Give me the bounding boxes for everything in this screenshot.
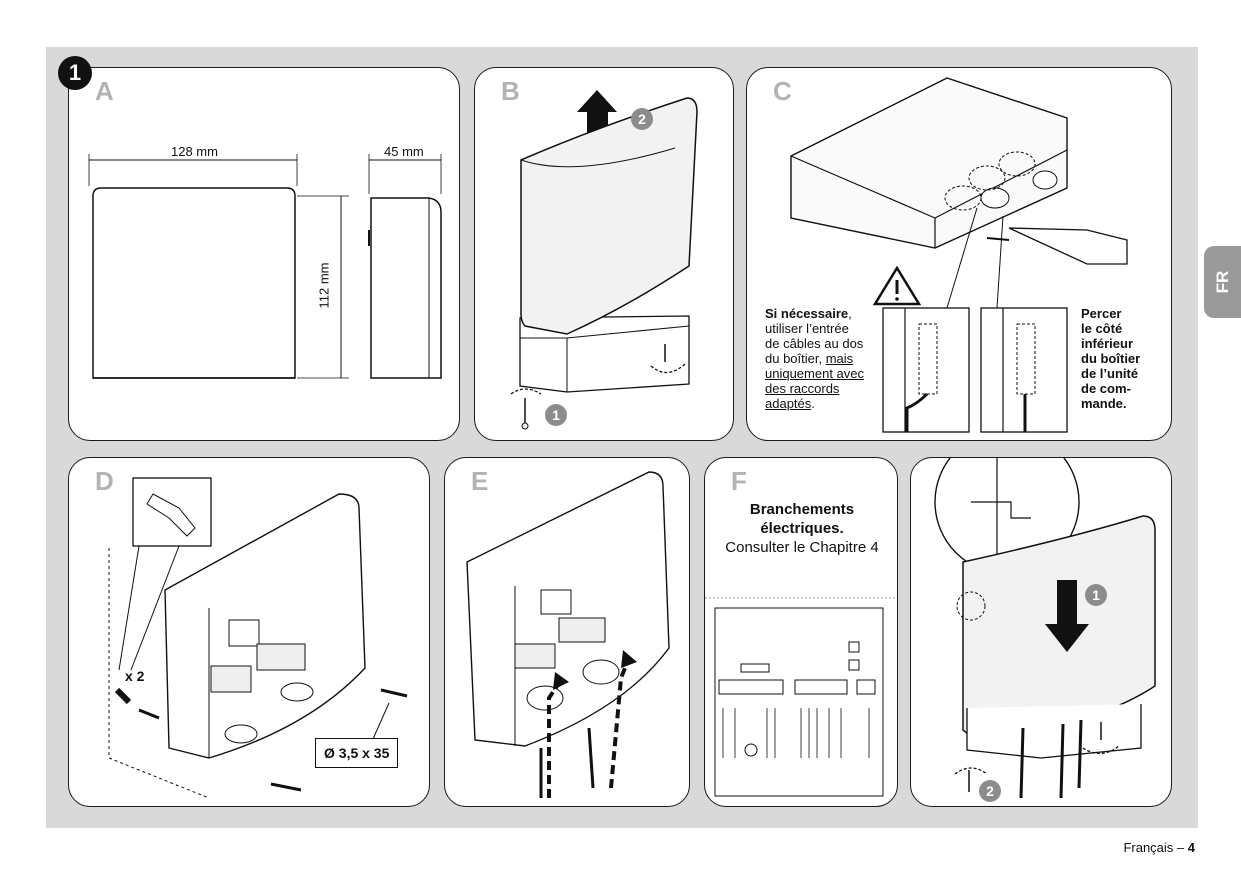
rear-entry-note-u2: uniquement avec — [765, 366, 865, 381]
rear-entry-note-line3: de câbles au dos — [765, 336, 864, 351]
anchor-quantity: x 2 — [125, 668, 145, 684]
drilling-drawing — [790, 77, 1128, 433]
panel-e: E — [444, 457, 690, 807]
drill-line-4: du boîtier — [1081, 351, 1141, 366]
drill-line-1: Percer — [1081, 306, 1122, 321]
rear-entry-note-u1: mais — [825, 351, 854, 366]
step-number-badge: 1 — [58, 56, 92, 90]
step-2-badge: 2 — [979, 780, 1001, 802]
wall-mounting-drawing — [108, 477, 408, 799]
rear-entry-note-bold: Si nécessaire — [765, 306, 849, 321]
panel-f-label: F — [731, 466, 747, 496]
connections-title-line1: Branchements — [749, 501, 855, 518]
panel-b: B 1 2 — [474, 67, 734, 441]
rear-entry-note: Si nécessaire, utiliser l’entrée de câbl… — [765, 306, 885, 411]
page-footer: Français – 4 — [1123, 840, 1195, 855]
page-number: 4 — [1187, 840, 1195, 855]
panel-d: D x 2 Ø 3,5 x 35 — [68, 457, 430, 807]
cable-routing-drawing — [466, 471, 670, 798]
panel-f: F Branchements électriques. Consulter le… — [704, 457, 898, 807]
panel-d-label: D — [95, 466, 114, 496]
step-1-badge: 1 — [545, 404, 567, 426]
drill-line-2: le côté — [1081, 321, 1123, 336]
step-1-badge: 1 — [1085, 584, 1107, 606]
footer-language: Français – — [1123, 840, 1188, 855]
wiring-diagram — [705, 597, 897, 797]
drill-line-3: inférieur — [1081, 336, 1134, 351]
height-dimension: 112 mm — [316, 262, 332, 309]
rear-entry-note-comma: , — [848, 306, 852, 321]
panel-b-label: B — [501, 76, 520, 106]
panel-g: G 1 2 — [910, 457, 1172, 807]
rear-entry-note-u3: des raccords — [765, 381, 840, 396]
panel-c-label: C — [773, 76, 792, 106]
rear-entry-note-end: . — [811, 396, 815, 411]
step-2-badge: 2 — [631, 108, 653, 130]
panel-a-label: A — [95, 76, 114, 106]
drill-line-6: de com- — [1081, 381, 1131, 396]
connections-title: Branchements électriques. Consulter le C… — [705, 500, 897, 557]
cover-removal-drawing — [510, 90, 698, 430]
rear-entry-note-u4: adaptés — [765, 396, 812, 411]
drill-line-5: de l’unité — [1081, 366, 1139, 381]
rear-entry-note-line2: utiliser l’entrée — [765, 321, 849, 336]
depth-dimension: 45 mm — [384, 144, 424, 159]
connections-title-line2: électriques. — [760, 520, 844, 537]
panel-a: A 128 mm 45 mm 112 mm — [68, 67, 460, 441]
panel-c: C Si nécessaire, utiliser l’entrée de câ… — [746, 67, 1172, 441]
width-dimension: 128 mm — [171, 144, 218, 159]
language-tab: FR — [1204, 246, 1241, 318]
connections-subtitle: Consulter le Chapitre 4 — [725, 539, 879, 556]
drill-instruction: Percer le côté inférieur du boîtier de l… — [1081, 306, 1165, 411]
enclosure-dimensions-drawing — [88, 154, 442, 379]
rear-entry-note-line4: du boîtier, — [765, 351, 826, 366]
drill-line-7: mande. — [1081, 396, 1127, 411]
cover-closing-drawing — [934, 458, 1156, 799]
screw-size-label: Ø 3,5 x 35 — [315, 738, 399, 768]
panel-e-label: E — [471, 466, 489, 496]
language-tab-label: FR — [1213, 270, 1232, 294]
